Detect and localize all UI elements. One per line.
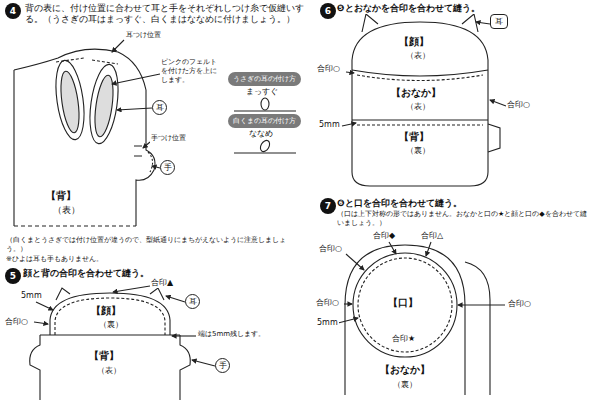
label-text: まっすぐ xyxy=(245,87,279,97)
callout-label: 耳 xyxy=(152,100,167,115)
label-text: ななめ xyxy=(248,129,274,139)
node-text: 白くまの耳の付け方 xyxy=(233,117,296,125)
label-text: 【おなか】 xyxy=(390,87,442,100)
heading-tag: うさぎの耳の付け方 xyxy=(228,72,301,86)
step-number: 4 xyxy=(5,3,21,19)
label-text: （裏） xyxy=(392,380,418,390)
label-text: 端は5mm残します。 xyxy=(197,330,266,339)
label-text: 【背】 xyxy=(88,350,120,363)
label-text: ピンクのフェルトを付けた方を上にします。 xyxy=(160,58,224,84)
label-text: 背の表に、付け位置に合わせて耳と手をそれぞれしつけ糸で仮縫いする。（うさぎの耳は… xyxy=(24,3,306,26)
label-text: （裏） xyxy=(405,146,431,156)
label-text: 【背】 xyxy=(45,190,77,203)
label-text: 合印○ xyxy=(318,244,343,254)
label-text: 耳つけ位置 xyxy=(125,31,162,40)
label-text: （口は上下対称の形ではありません。おなかと口の★と顔と口の◆を合わせて縫いましょ… xyxy=(336,210,593,228)
heading-tag: 白くまの耳の付け方 xyxy=(228,114,301,128)
label-text: ❺とおなかを合印を合わせて縫う。 xyxy=(336,3,481,14)
callout-label: 手 xyxy=(215,358,230,373)
node-text: 耳 xyxy=(189,297,197,307)
label-text: （表） xyxy=(52,205,81,216)
label-text: 合印○ xyxy=(506,100,531,110)
label-text: 合印▲ xyxy=(150,278,174,288)
label-text: 5mm xyxy=(318,120,341,130)
label-text: （白くまとうさぎでは付け位置が違うので、型紙通りにまちがえないように注意しましょ… xyxy=(5,236,307,254)
label-text: 【顔】 xyxy=(90,305,122,318)
node-text: 手 xyxy=(219,361,227,371)
label-text: ※ひよは耳も手もありません。 xyxy=(5,255,104,264)
label-text: 合印△ xyxy=(420,231,444,241)
callout-label: 耳 xyxy=(490,14,508,29)
label-text: 【背】 xyxy=(398,131,430,144)
node-text: 耳 xyxy=(495,17,503,27)
label-text: 【おなか】 xyxy=(379,364,431,377)
label-text: 合印○ xyxy=(4,317,29,327)
node-text: 4 xyxy=(10,6,16,17)
label-text: （表） xyxy=(405,51,431,61)
step-number: 5 xyxy=(5,268,21,284)
node-text: うさぎの耳の付け方 xyxy=(233,75,296,83)
label-text: 合印○ xyxy=(315,298,340,308)
label-text: （表） xyxy=(96,366,122,376)
step-number: 7 xyxy=(320,198,336,214)
node-text: 6 xyxy=(325,6,331,17)
label-text: 5mm xyxy=(316,318,339,328)
label-text: 合印○ xyxy=(507,299,532,309)
label-text: 合印★ xyxy=(391,334,416,344)
callout-label: 耳 xyxy=(185,294,200,309)
node-text: 手 xyxy=(164,163,172,173)
node-text: 5 xyxy=(10,271,16,282)
label-text: （裏） xyxy=(98,320,124,330)
label-text: （表） xyxy=(405,102,431,112)
node-text: 7 xyxy=(325,201,331,212)
label-text: 合印◆ xyxy=(372,231,396,241)
node-text: 耳 xyxy=(156,103,164,113)
label-text: 5mm xyxy=(20,291,43,301)
callout-label: 手 xyxy=(160,160,175,175)
label-text: 合印○ xyxy=(316,64,341,74)
label-text: 【顔】 xyxy=(398,36,430,49)
label-text: 顔と背の合印を合わせて縫う。 xyxy=(22,268,150,279)
label-text: ❻と口を合印を合わせて縫う。 xyxy=(336,198,463,209)
label-text: 【口】 xyxy=(387,297,419,310)
label-text: 手つけ位置 xyxy=(150,134,187,143)
step-number: 6 xyxy=(320,3,336,19)
